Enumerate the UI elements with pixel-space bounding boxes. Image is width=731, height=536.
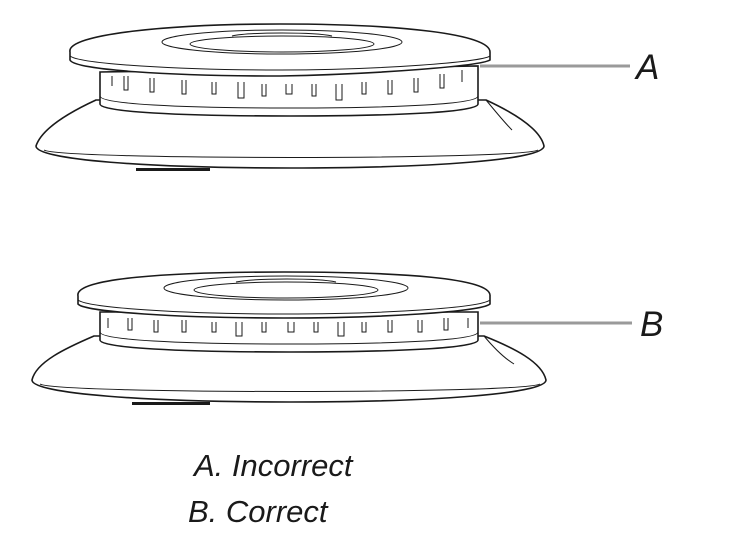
burner-cap-b-center: [163, 275, 409, 301]
burner-assembly-correct: [31, 271, 547, 405]
callout-label-a: A: [634, 48, 659, 87]
caption-correct: B. Correct: [188, 494, 328, 529]
burner-cap-a: [69, 23, 491, 77]
burner-head-a: [99, 65, 479, 117]
caption-incorrect: A. Incorrect: [194, 448, 353, 483]
burner-cap-a-center: [161, 29, 403, 55]
burner-cap-b: [77, 271, 491, 319]
burner-ports-b: [107, 318, 469, 337]
callout-label-b: B: [640, 305, 663, 344]
burner-base-b: [31, 335, 547, 403]
burner-ports-a: [111, 70, 463, 101]
burner-assembly-incorrect: [35, 23, 545, 171]
burner-base-a: [35, 99, 545, 169]
